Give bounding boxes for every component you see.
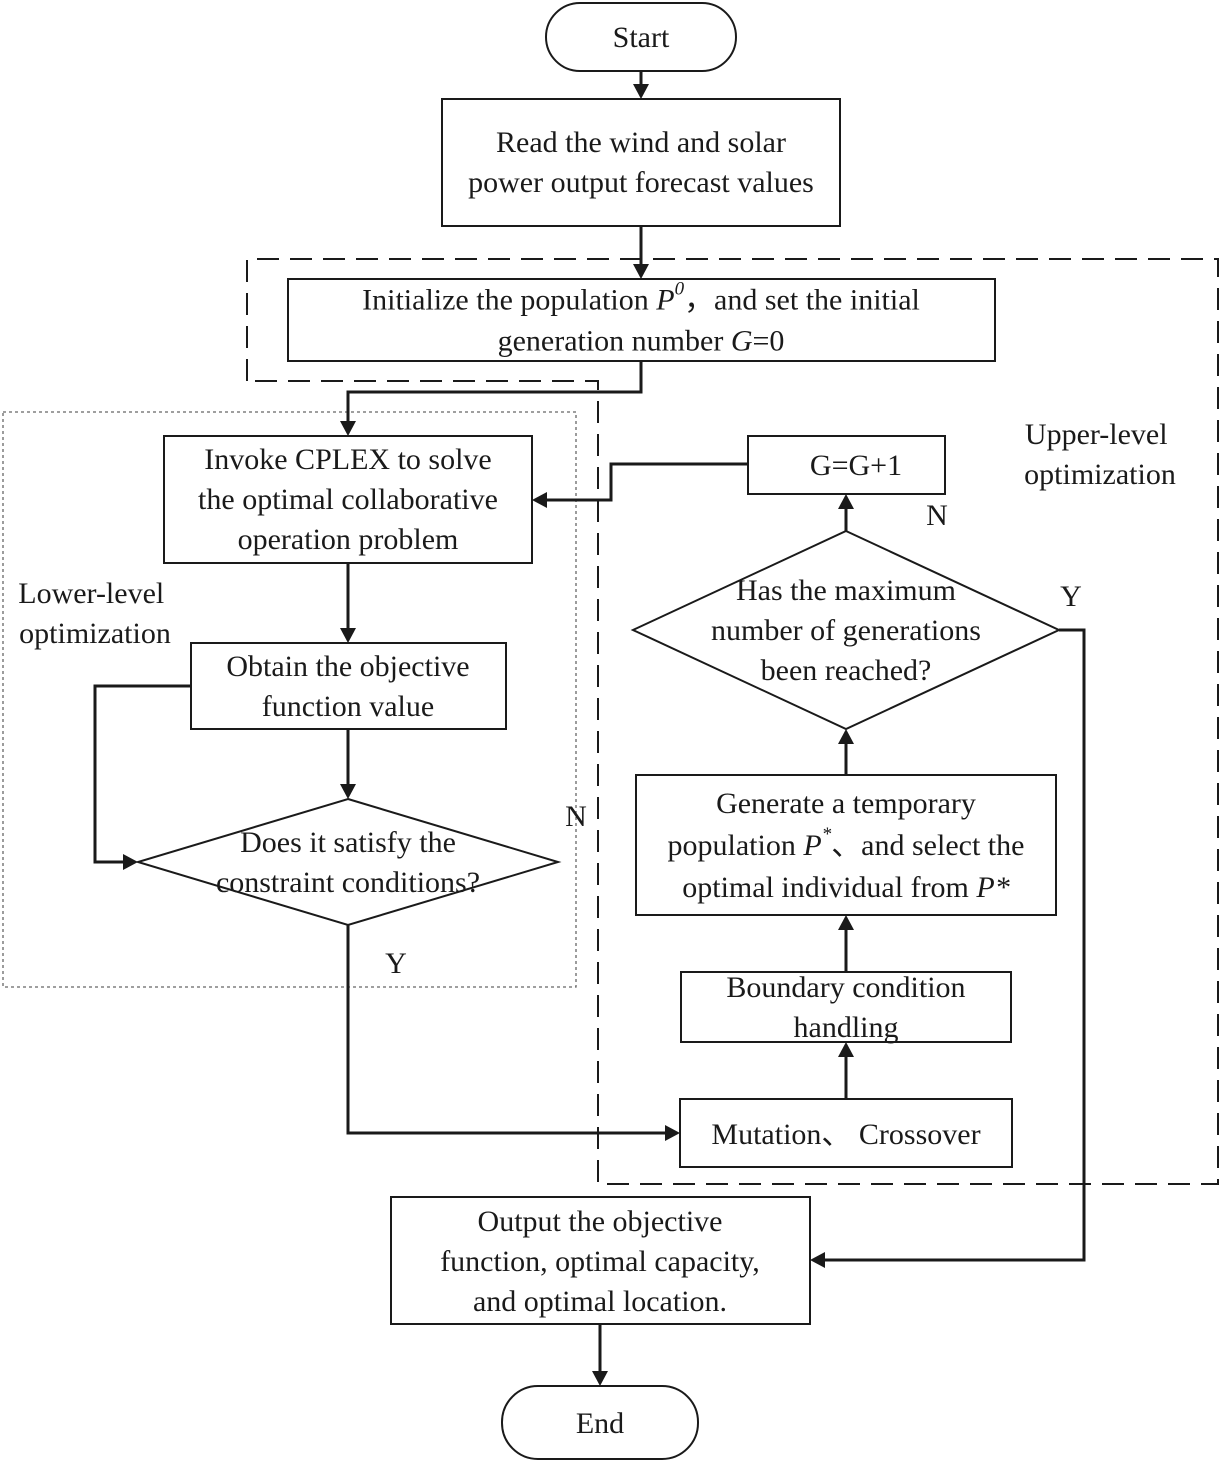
connector-increment-to-cplex — [547, 462, 748, 502]
end-label: End — [576, 1407, 624, 1440]
connector-constraint-yes-to-mutation — [346, 925, 665, 1135]
output-box — [390, 1196, 811, 1325]
generation-increment-label: G=G+1 — [810, 449, 902, 482]
arrowhead-boundary — [838, 1042, 854, 1057]
constraint-no-label: N — [565, 800, 587, 833]
label-line: End — [576, 1407, 624, 1440]
mutation-crossover-box — [679, 1098, 1013, 1168]
label-line: the optimal collaborative — [198, 483, 498, 516]
label-line: Obtain the objective — [226, 650, 469, 683]
arrowhead-constraint-left — [123, 854, 138, 870]
lower-region-label: Lower-level optimization — [18, 577, 172, 650]
label-line: number of generations — [711, 614, 981, 647]
upper-region-label: Upper-level optimization — [1024, 418, 1176, 491]
invoke-cplex-label: Invoke CPLEX to solve the optimal collabo… — [198, 443, 498, 556]
max-generation-label: Has the maximum number of generations been… — [711, 574, 981, 687]
temporary-population-box — [635, 774, 1057, 916]
label-line: Invoke CPLEX to solve — [204, 443, 491, 476]
max-gen-no-label: N — [926, 499, 948, 532]
arrowhead-increment — [838, 494, 854, 509]
connector-maxgen-yes-to-output — [825, 628, 1086, 1262]
label-line: Start — [613, 21, 670, 54]
initialize-population-label: Initialize the population P0，and set the… — [362, 279, 920, 358]
label-line: G=G+1 — [810, 449, 902, 482]
label-line: Mutation、 Crossover — [711, 1118, 980, 1151]
initialize-population-box — [287, 278, 996, 362]
constraint-yes-label: Y — [385, 947, 407, 980]
label-line: operation problem — [238, 523, 459, 556]
obtain-objective-box — [190, 642, 507, 730]
label-line: Read the wind and solar — [496, 126, 786, 159]
label-line: function value — [262, 690, 434, 723]
constraint-check-diamond — [134, 797, 562, 927]
read-forecast-box — [441, 98, 841, 227]
label-line: handling — [794, 1011, 899, 1044]
mutation-crossover-label: Mutation、 Crossover — [711, 1118, 980, 1151]
boundary-handling-box — [680, 971, 1012, 1043]
label-line: Initialize the population P0，and set the… — [362, 279, 920, 317]
boundary-handling-label: Boundary condition handling — [726, 971, 965, 1044]
arrowhead-objective — [340, 628, 356, 643]
arrowhead-mutation — [665, 1125, 680, 1141]
label-line: Generate a temporary — [716, 787, 976, 820]
temporary-population-label: Generate a temporary population P*、and se… — [668, 787, 1025, 904]
label-line: Output the objective — [478, 1205, 723, 1238]
arrowhead-end — [592, 1371, 608, 1386]
obtain-objective-label: Obtain the objective function value — [226, 650, 469, 723]
arrowhead-output — [810, 1252, 825, 1268]
lower-level-region-outline — [2, 411, 577, 988]
output-label: Output the objective function, optimal ca… — [440, 1205, 760, 1318]
upper-level-region-outline — [246, 258, 1219, 1185]
max-gen-yes-label: Y — [1060, 580, 1082, 613]
label-line: Does it satisfy the — [240, 826, 456, 859]
arrowhead-temporary — [838, 915, 854, 930]
arrowhead-constraint — [340, 784, 356, 799]
arrowhead-cplex-right — [532, 492, 547, 508]
label-line: generation number G=0 — [498, 324, 785, 357]
label-line: population P*、and select the — [668, 824, 1025, 862]
label-line: optimal individual from P* — [682, 871, 1009, 904]
label-line: and optimal location. — [473, 1285, 727, 1318]
read-forecast-label: Read the wind and solar power output fore… — [468, 126, 814, 199]
label-line: function, optimal capacity, — [440, 1245, 760, 1278]
label-line: power output forecast values — [468, 166, 814, 199]
connectors — [93, 71, 1086, 1386]
arrowhead-initialize — [633, 264, 649, 279]
constraint-check-label: Does it satisfy the constraint conditions… — [216, 826, 480, 899]
arrowhead-read — [633, 84, 649, 99]
arrowhead-cplex-top — [340, 421, 356, 436]
label-line: constraint conditions? — [216, 866, 480, 899]
label-line: Has the maximum — [736, 574, 956, 607]
label-line: Boundary condition — [726, 971, 965, 1004]
label-line: been reached? — [761, 654, 932, 687]
arrowhead-maxgen — [838, 729, 854, 744]
start-label: Start — [613, 21, 670, 54]
connector-initialize-to-cplex — [346, 361, 643, 421]
connector-objective-loop — [93, 684, 191, 864]
generation-increment-box — [747, 435, 946, 495]
